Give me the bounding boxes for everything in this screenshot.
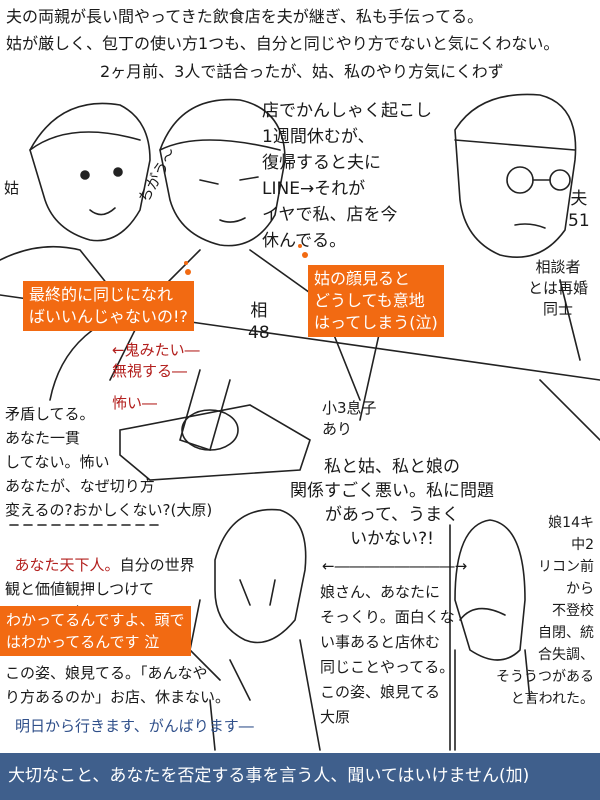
narration-tenka-red: あなた天下人。 [14,556,120,574]
bubble-stubborn: 姑の顔見ると どうしても意地 はってしまう(泣) [308,265,444,337]
mother-in-law-figure [0,102,151,301]
label-daughter: 娘14キ 中2 リコン前 から 不登校 自閉、統 合失調、 そううつがある と言… [496,515,594,707]
bubble-final-same: 最終的に同じになれ ばいいんじゃないの!? [23,281,194,331]
narration-daughter-like: 娘さん、あなたに そっくり。面白くな い事あると店休む 同じことやってる。 この… [320,583,455,726]
header-line-2: 姑が厳しく、包丁の使い方1つも、自分と同じやり方でないと気にくわない。 [6,34,560,53]
label-remarried: 相談者 とは再婚 同士 [528,258,589,318]
cutting-board [119,404,311,481]
narration-arrow: ←――――――――→ [322,557,468,575]
narration-contradiction: 矛盾してる。 あなた一貫 してない。怖い あなたが、なぜ切り方 変えるの?おかし… [5,405,213,519]
blue-note: 明日から行きます、がんばります― [15,717,254,735]
label-son: 小3息子 あり [322,399,377,438]
narration-daughter-sees: この姿、娘見てる。「あんなや り方あるのか」お店、休まない。 [5,664,231,706]
label-husband: 夫 51 [568,189,590,231]
bubble-understand: わかってるんですよ、頭で はわかってるんです 泣 [0,606,191,656]
daughter-figure [449,519,531,751]
label-mother-in-law: 姑 [4,179,20,197]
red-voice-oni: ←鬼みたい― 無視する― [112,341,200,380]
header-line-3: 2ヶ月前、3人で話合ったが、姑、私のやり方気にくわず [100,62,504,81]
narration-relationship: 私と姑、私と娘の 関係すごく悪い。私に問題 があって、うまく いかない?! [290,457,494,549]
narration-shop: 店でかんしゃく起こし 1週間休むが、 復帰すると夫に LINE→それが イヤで私… [262,101,432,251]
footer-advice: 大切なこと、あなたを否定する事を言う人、聞いてはいけません(加) [0,753,600,800]
red-voice-kowai: 怖い― [112,394,158,412]
pointer-arrow [49,324,101,401]
label-consultant: 相 48 [248,301,270,343]
header-line-1: 夫の両親が長い間やってきた飲食店を夫が継ぎ、私も手伝ってる。 [6,7,484,26]
